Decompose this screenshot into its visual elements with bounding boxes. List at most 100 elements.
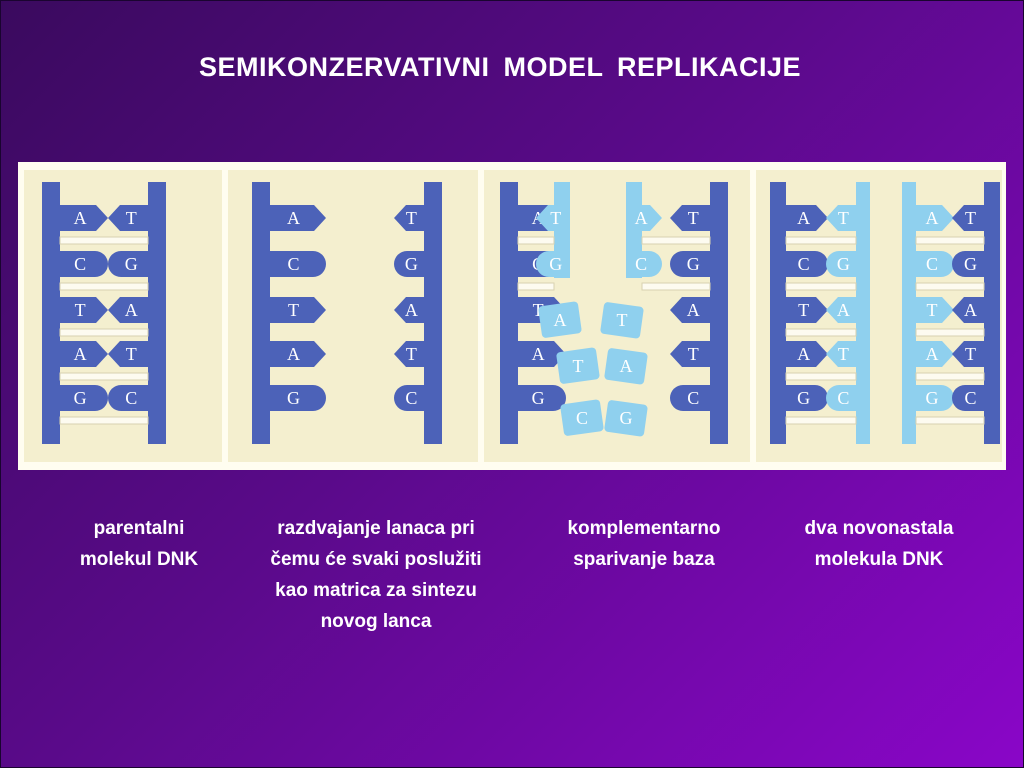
base-G xyxy=(270,385,326,411)
base-letter-C: C xyxy=(125,388,137,408)
base-letter-A: A xyxy=(554,310,567,330)
base-letter-T: T xyxy=(965,208,976,228)
base-C xyxy=(626,251,662,277)
base-T xyxy=(952,205,984,231)
base-T xyxy=(826,205,856,231)
base-letter-T: T xyxy=(688,344,699,364)
base-A xyxy=(916,205,954,231)
hydrogen-bond-bar xyxy=(59,328,149,337)
base-letter-C: C xyxy=(635,254,647,274)
base-letter-A: A xyxy=(532,344,545,364)
free-nucleotide xyxy=(538,301,582,338)
base-A xyxy=(270,341,326,367)
base-letter-T: T xyxy=(688,208,699,228)
base-letter-A: A xyxy=(797,344,810,364)
base-letter-T: T xyxy=(573,356,584,376)
base-T xyxy=(536,205,570,231)
free-nucleotide xyxy=(600,302,644,339)
hydrogen-bond-bar xyxy=(785,328,857,337)
base-letter-G: G xyxy=(125,254,138,274)
base-A xyxy=(786,205,828,231)
base-letter-C: C xyxy=(576,408,588,428)
base-T xyxy=(108,205,148,231)
base-A xyxy=(786,341,828,367)
base-A xyxy=(916,341,954,367)
base-letter-T: T xyxy=(126,208,137,228)
hydrogen-bond-bar xyxy=(641,282,711,291)
dna-backbone xyxy=(902,182,916,444)
base-T xyxy=(916,297,954,323)
dna-backbone xyxy=(856,182,870,444)
hydrogen-bond-bar xyxy=(915,236,985,245)
base-letter-T: T xyxy=(926,300,937,320)
base-letter-C: C xyxy=(74,254,86,274)
base-letter-T: T xyxy=(288,300,299,320)
base-T xyxy=(952,341,984,367)
hydrogen-bond-bar xyxy=(785,372,857,381)
base-G xyxy=(952,251,984,277)
base-letter-G: G xyxy=(620,408,633,428)
base-letter-G: G xyxy=(532,388,545,408)
base-letter-G: G xyxy=(287,388,300,408)
hydrogen-bond-bar xyxy=(641,236,711,245)
hydrogen-bond-bar xyxy=(517,236,555,245)
base-letter-C: C xyxy=(288,254,300,274)
base-letter-A: A xyxy=(635,208,648,228)
dna-backbone xyxy=(424,182,442,444)
dna-backbone xyxy=(710,182,728,444)
base-letter-A: A xyxy=(964,300,977,320)
base-A xyxy=(270,205,326,231)
free-nucleotide xyxy=(604,348,648,385)
base-letter-G: G xyxy=(549,254,562,274)
hydrogen-bond-bar xyxy=(915,372,985,381)
hydrogen-bond-bar xyxy=(517,282,555,291)
base-T xyxy=(108,341,148,367)
caption-parental-dna: parentalni molekul DNK xyxy=(79,518,199,570)
slide-title: SEMIKONZERVATIVNI MODEL REPLIKACIJE xyxy=(198,52,802,82)
base-G xyxy=(826,251,856,277)
hydrogen-bond-bar xyxy=(59,372,149,381)
base-letter-A: A xyxy=(925,208,938,228)
base-A xyxy=(60,341,108,367)
base-letter-T: T xyxy=(838,344,849,364)
base-letter-A: A xyxy=(687,300,700,320)
hydrogen-bond-bar xyxy=(915,282,985,291)
base-C xyxy=(108,385,148,411)
base-letter-A: A xyxy=(74,208,87,228)
base-letter-T: T xyxy=(617,310,628,330)
base-letter-C: C xyxy=(926,254,938,274)
base-letter-A: A xyxy=(797,208,810,228)
hydrogen-bond-bar xyxy=(915,328,985,337)
base-letter-T: T xyxy=(75,300,86,320)
base-G xyxy=(916,385,954,411)
base-letter-C: C xyxy=(837,388,849,408)
base-letter-A: A xyxy=(620,356,633,376)
base-T xyxy=(270,297,326,323)
free-nucleotide xyxy=(560,399,604,436)
base-letter-A: A xyxy=(405,300,418,320)
base-A xyxy=(108,297,148,323)
base-letter-G: G xyxy=(797,388,810,408)
base-letter-C: C xyxy=(405,388,417,408)
base-letter-T: T xyxy=(838,208,849,228)
base-T xyxy=(826,341,856,367)
base-letter-T: T xyxy=(965,344,976,364)
base-A xyxy=(952,297,984,323)
hydrogen-bond-bar xyxy=(59,416,149,425)
base-letter-A: A xyxy=(125,300,138,320)
base-letter-G: G xyxy=(964,254,977,274)
base-letter-T: T xyxy=(406,208,417,228)
base-A xyxy=(670,297,710,323)
base-letter-G: G xyxy=(925,388,938,408)
base-letter-T: T xyxy=(533,300,544,320)
base-T xyxy=(670,341,710,367)
base-G xyxy=(670,251,710,277)
base-letter-G: G xyxy=(74,388,87,408)
base-letter-A: A xyxy=(74,344,87,364)
base-letter-A: A xyxy=(287,208,300,228)
base-C xyxy=(786,251,828,277)
base-letter-C: C xyxy=(965,388,977,408)
caption-strand-separation: razdvajanje lanaca pri čemu će svaki pos… xyxy=(270,518,482,632)
dna-backbone xyxy=(148,182,166,444)
